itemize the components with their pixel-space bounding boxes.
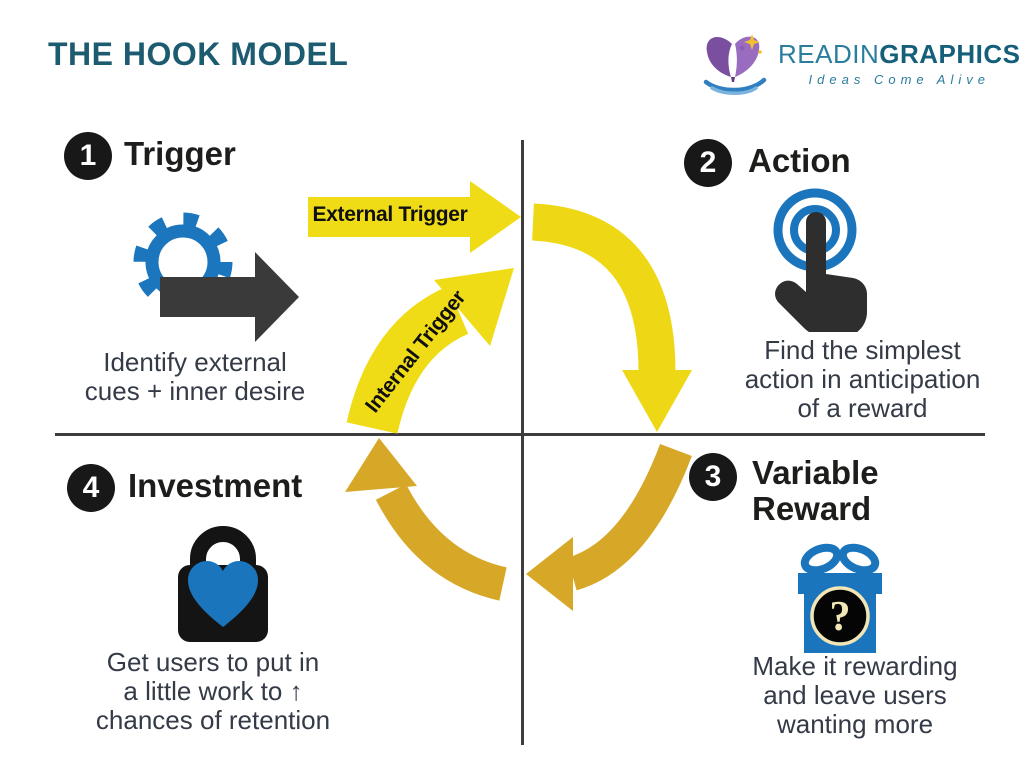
step-1-badge: 1 <box>64 132 112 180</box>
step-4-description: Get users to put in a little work to ↑ c… <box>48 648 378 735</box>
desc-line: action in anticipation <box>744 364 981 394</box>
desc-line: a little work to ↑ <box>123 676 303 706</box>
cycle-arrow-bottom-right-icon <box>526 443 692 611</box>
desc-line: Make it rewarding <box>752 651 958 681</box>
cycle-arrow-bottom-left-icon <box>345 438 508 601</box>
internal-trigger-label: Internal Trigger <box>360 286 471 418</box>
desc-line: and leave users <box>763 680 947 710</box>
desc-line: cues + inner desire <box>84 376 306 406</box>
desc-line: Get users to put in <box>106 647 320 677</box>
gear-arrow-icon <box>133 212 299 342</box>
step-2-description: Find the simplest action in anticipation… <box>705 336 1020 423</box>
step-2-title: Action <box>748 142 851 179</box>
step-2-badge: 2 <box>684 139 732 187</box>
brand-text: READINGRAPHICS Ideas Come Alive <box>778 39 1021 87</box>
svg-text:?: ? <box>830 594 851 640</box>
step-4-title: Investment <box>128 467 303 504</box>
step-1-description: Identify external cues + inner desire <box>55 348 335 406</box>
brand-logo: READINGRAPHICS Ideas Come Alive <box>698 30 1021 96</box>
desc-line: Identify external <box>103 347 287 377</box>
horizontal-divider <box>55 433 985 436</box>
external-trigger-label: External Trigger <box>312 203 468 226</box>
page-title: THE HOOK MODEL <box>48 36 349 72</box>
desc-line: of a reward <box>797 393 928 423</box>
step-1-title: Trigger <box>124 135 236 172</box>
brand-name-bold: GRAPHICS <box>879 39 1021 69</box>
brand-name: READINGRAPHICS <box>778 39 1021 70</box>
lock-heart-icon <box>178 526 268 642</box>
step-3-badge: 3 <box>689 453 737 501</box>
step-3-title: Variable Reward <box>752 454 879 527</box>
readinggraphics-logo-icon <box>703 34 767 95</box>
step-4-badge: 4 <box>67 464 115 512</box>
tap-finger-icon <box>773 188 867 332</box>
internal-trigger-arrow-icon <box>346 268 514 435</box>
cycle-arrow-right-icon <box>531 203 692 432</box>
vertical-divider <box>521 140 524 745</box>
step-3-description: Make it rewarding and leave users wantin… <box>700 652 1010 739</box>
desc-line: wanting more <box>776 709 934 739</box>
brand-tagline: Ideas Come Alive <box>808 72 990 87</box>
brand-name-regular: READIN <box>778 39 880 69</box>
gift-question-icon: ? <box>798 543 882 653</box>
desc-line: chances of retention <box>95 705 331 735</box>
desc-line: Find the simplest <box>764 335 961 365</box>
